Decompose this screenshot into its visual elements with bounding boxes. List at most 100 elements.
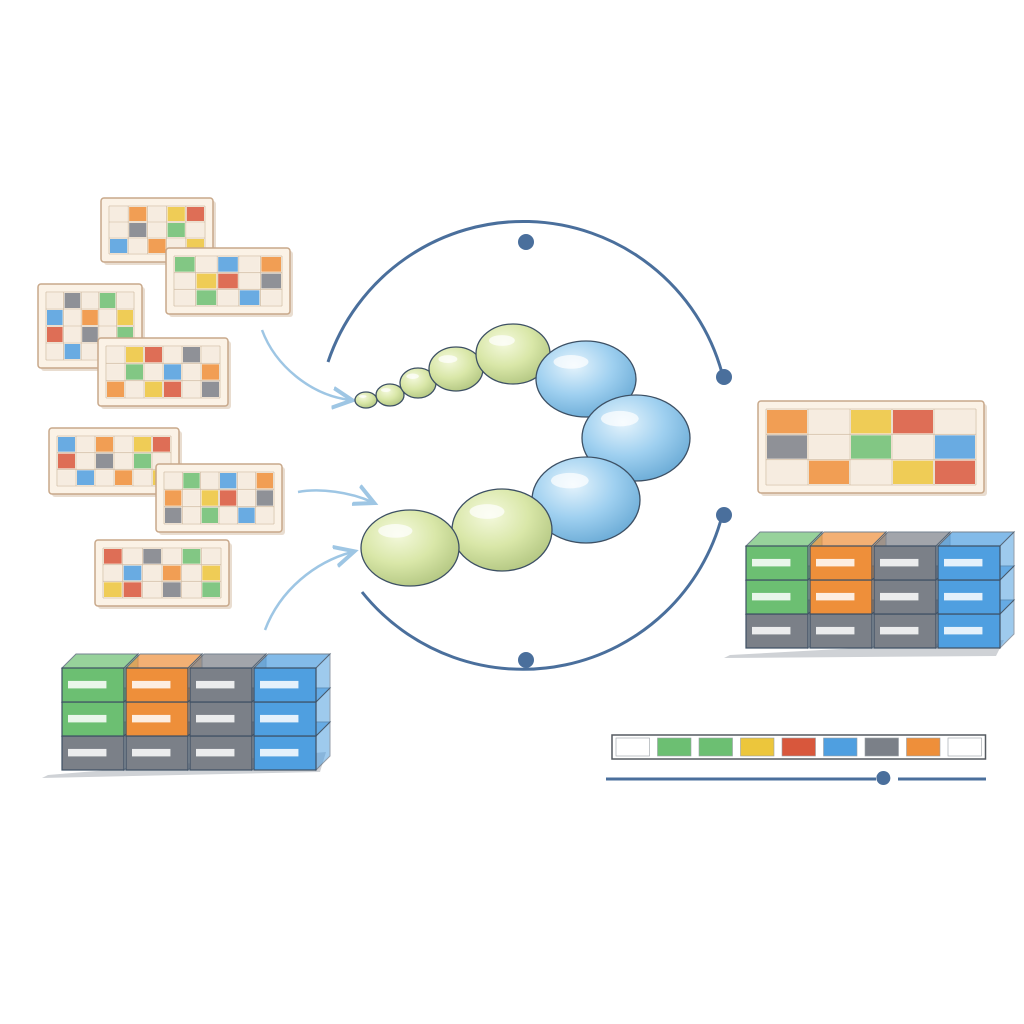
table-cell [107,364,124,380]
spreadsheet-table-icon [100,197,216,265]
block-label-slot [880,592,919,601]
table-cell [201,507,218,523]
legend-swatch [698,737,733,757]
block-label-slot [816,592,855,601]
table-cell [115,470,132,485]
table-cell [123,582,142,597]
block-label-slot [196,680,235,689]
table-cell [148,223,166,237]
table-cell [220,490,237,506]
table-cell [123,565,142,581]
table-cell [145,364,162,380]
bubble [360,509,460,587]
table-cell [163,549,181,564]
table-cell [167,207,185,221]
bubble-highlight [378,524,413,538]
database-block [936,530,1016,582]
block-label-slot [816,626,855,635]
table-cell [153,437,170,452]
table-cell [261,273,281,289]
table-cell [163,565,181,581]
table-cell [148,239,166,253]
table-cell [134,437,151,452]
table-cell [110,239,128,253]
table-cell [107,381,124,397]
table-cell [165,490,182,506]
block-label-slot [260,748,299,757]
table-cell [134,453,151,469]
table-cell [239,257,260,272]
bubble-highlight [488,335,515,346]
cycle-node [716,507,732,523]
table-cell [129,207,147,221]
bubble [428,346,484,392]
bubble-highlight [358,394,367,398]
table-cell [196,273,217,289]
table-cell [220,507,237,523]
table-cell [126,364,143,380]
database-block [252,652,332,704]
table-cell [183,381,200,397]
table-cell [47,344,63,359]
table-cell [851,435,891,459]
table-cell [164,364,181,380]
table-cell [64,293,81,308]
block-label-slot [880,558,919,567]
table-cell [47,293,63,308]
table-cell [129,223,147,237]
input-storage-stack [42,652,332,778]
block-label-slot [816,558,855,567]
table-cell [99,293,116,308]
table-cell [183,507,200,523]
table-cell [202,549,220,564]
table-cell [218,290,238,305]
block-label-slot [944,626,983,635]
table-cell [202,347,219,363]
table-cell [175,273,195,289]
table-cell [256,473,273,489]
block-label-slot [132,680,171,689]
bubble [451,488,553,572]
block-label-slot [260,680,299,689]
table-cell [64,310,81,325]
table-cell [256,507,273,523]
table-cell [220,473,237,489]
legend-swatch [740,737,775,757]
table-cell [202,364,219,380]
curved-arrow-icon [260,329,350,400]
table-cell [145,381,162,397]
block-label-slot [260,714,299,723]
table-cell [935,435,975,459]
legend-swatch [615,737,650,757]
bubble [581,394,691,482]
table-cell [143,582,161,597]
output-table [757,400,987,496]
legend-swatch [823,737,858,757]
table-cell [145,347,162,363]
table-cell [239,273,260,289]
table-cell [809,460,849,484]
color-legend-strip [611,734,987,760]
bubble-body [375,383,405,407]
table-cell [182,565,201,581]
table-cell [96,453,113,469]
bubble-highlight [438,355,458,364]
block-label-slot [68,714,107,723]
legend-swatch [781,737,816,757]
bubble-highlight [553,355,589,369]
table-cell [256,490,273,506]
table-cell [126,381,143,397]
block-label-slot [196,748,235,757]
table-cell [238,473,255,489]
table-cell [47,310,63,325]
bubble [375,383,405,407]
database-block [936,564,1016,616]
block-label-slot [132,714,171,723]
block-label-slot [880,626,919,635]
cycle-node [518,234,534,250]
table-cell [851,460,891,484]
table-cell [82,327,98,342]
block-label-slot [752,626,791,635]
table-cell [851,410,891,434]
